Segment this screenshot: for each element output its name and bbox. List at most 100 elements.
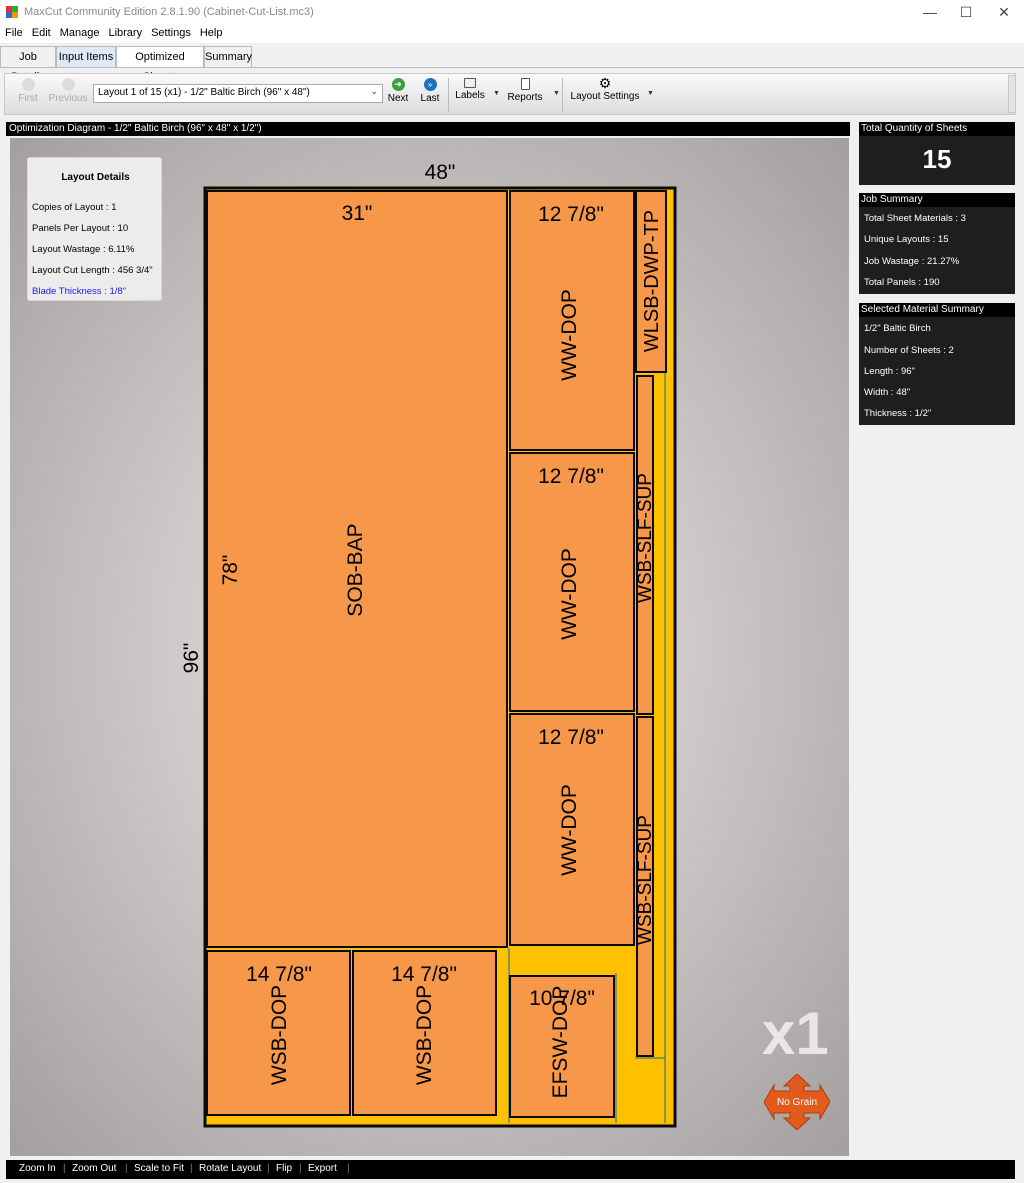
grain-direction-icon: No Grain: [763, 1073, 831, 1131]
panel-sob-bap[interactable]: [206, 190, 508, 948]
panel-wsb-slf-sup[interactable]: [636, 375, 654, 715]
optimization-canvas[interactable]: Layout Details Copies of Layout : 1 Pane…: [10, 138, 849, 1156]
zoom-in-button[interactable]: Zoom In: [19, 1163, 56, 1174]
copies-of-layout: Copies of Layout : 1: [32, 202, 117, 213]
menu-manage[interactable]: Manage: [59, 27, 100, 39]
layout-select[interactable]: Layout 1 of 15 (x1) - 1/2" Baltic Birch …: [93, 84, 383, 103]
toolbar-separator: [448, 78, 449, 112]
layout-settings-button[interactable]: ⚙ Layout Settings: [569, 76, 641, 103]
panel-ww-dop[interactable]: [509, 190, 635, 451]
job-wastage: Job Wastage : 21.27%: [864, 256, 960, 267]
toolbar: First Previous Layout 1 of 15 (x1) - 1/2…: [4, 73, 1016, 115]
zoom-out-button[interactable]: Zoom Out: [72, 1163, 117, 1174]
last-button[interactable]: » Last: [417, 78, 443, 104]
material-width: Width : 48": [864, 387, 911, 398]
no-grain-label: No Grain: [777, 1097, 817, 1108]
maximize-button[interactable]: ☐: [959, 4, 973, 20]
panel-name-label: WSB-SLF-SUP: [635, 815, 656, 945]
labels-icon: [464, 78, 476, 88]
panel-name-label: EFSW-DOP: [549, 986, 572, 1099]
reports-dropdown-icon[interactable]: ▼: [553, 90, 560, 97]
tab-job-details[interactable]: Job Details: [0, 46, 56, 83]
next-label: Next: [387, 93, 409, 104]
panel-wsb-slf-sup[interactable]: [636, 716, 654, 1057]
number-of-sheets: Number of Sheets : 2: [864, 345, 954, 356]
menu-library[interactable]: Library: [108, 27, 143, 39]
toolbar-separator: [562, 78, 563, 112]
first-icon: [21, 78, 35, 91]
material-length: Length : 96": [864, 366, 915, 377]
reports-icon: [520, 78, 530, 90]
unique-layouts: Unique Layouts : 15: [864, 234, 949, 245]
menu-help[interactable]: Help: [199, 27, 223, 39]
reports-label: Reports: [507, 92, 543, 103]
copies-badge: x1: [762, 1000, 829, 1067]
tab-divider: [0, 67, 1024, 68]
layout-select-value: Layout 1 of 15 (x1) - 1/2" Baltic Birch …: [98, 87, 310, 98]
cut-diagram: 48" 96" 31" 78" SOB-BAP 12 7/8" WW-DOP 1…: [180, 161, 677, 1128]
panel-wsb-dop[interactable]: [206, 950, 351, 1116]
last-arrow-icon: »: [423, 78, 437, 91]
layout-details-panel: Layout Details Copies of Layout : 1 Pane…: [27, 157, 162, 301]
toolbar-grip[interactable]: [1008, 75, 1016, 113]
total-sheets-header: Total Quantity of Sheets: [859, 122, 1015, 136]
panel-name-label: WW-DOP: [558, 289, 581, 381]
total-sheet-materials: Total Sheet Materials : 3: [864, 213, 966, 224]
panel-width-label: 10 7/8": [529, 987, 595, 1010]
next-button[interactable]: ➜ Next: [385, 78, 411, 104]
last-label: Last: [420, 93, 440, 104]
bottom-separator: |: [125, 1163, 128, 1174]
labels-label: Labels: [455, 90, 485, 101]
menu-settings[interactable]: Settings: [151, 27, 191, 39]
layout-settings-dropdown-icon[interactable]: ▼: [647, 90, 654, 97]
panel-wlsb-dwp-tp[interactable]: [635, 190, 667, 373]
panel-name-label: WW-DOP: [558, 784, 581, 876]
panel-width-label: 12 7/8": [538, 465, 604, 488]
window-title: MaxCut Community Edition 2.8.1.90 (Cabin…: [24, 6, 314, 18]
panel-wsb-dop[interactable]: [352, 950, 497, 1116]
tab-input-items[interactable]: Input Items: [56, 46, 116, 68]
job-summary-header: Job Summary: [859, 193, 1015, 207]
menu-file[interactable]: File: [5, 27, 23, 39]
bottom-separator: |: [63, 1163, 66, 1174]
first-button[interactable]: First: [15, 78, 41, 104]
close-button[interactable]: ✕: [998, 4, 1010, 20]
minimize-button[interactable]: —: [923, 4, 937, 20]
panel-efsw-dop[interactable]: [509, 975, 615, 1118]
labels-button[interactable]: Labels: [453, 78, 487, 101]
total-sheets-box: 15: [859, 136, 1015, 185]
tab-summary[interactable]: Summary: [204, 46, 252, 68]
next-arrow-icon: ➜: [391, 78, 405, 91]
menu-edit[interactable]: Edit: [31, 27, 51, 39]
panel-ww-dop[interactable]: [509, 452, 635, 712]
diagram-header: Optimization Diagram - 1/2" Baltic Birch…: [6, 122, 850, 136]
material-summary-header: Selected Material Summary: [859, 303, 1015, 317]
no-grain-button[interactable]: No Grain: [763, 1073, 831, 1131]
layout-wastage: Layout Wastage : 6.11%: [32, 244, 135, 255]
reports-button[interactable]: Reports: [505, 78, 545, 103]
panel-width-label: 14 7/8": [391, 963, 457, 986]
scale-to-fit-button[interactable]: Scale to Fit: [134, 1163, 185, 1174]
layout-details-title: Layout Details: [61, 172, 130, 183]
flip-button[interactable]: Flip: [276, 1163, 293, 1174]
panel-width-label: 12 7/8": [538, 203, 604, 226]
export-button[interactable]: Export: [308, 1163, 337, 1174]
previous-icon: [61, 78, 75, 91]
panel-ww-dop[interactable]: [509, 713, 635, 946]
layout-cut-length: Layout Cut Length : 456 3/4": [32, 265, 153, 276]
bottom-toolbar: Zoom In | Zoom Out | Scale to Fit | Rota…: [6, 1160, 1015, 1179]
previous-button[interactable]: Previous: [47, 78, 89, 104]
total-panels: Total Panels : 190: [864, 277, 940, 288]
job-summary-box: Total Sheet Materials : 3 Unique Layouts…: [859, 207, 1015, 294]
menu-bar: File Edit Manage Library Settings Help: [0, 25, 1024, 43]
labels-dropdown-icon[interactable]: ▼: [493, 90, 500, 97]
tab-optimized-sheets[interactable]: Optimized Sheets: [116, 46, 204, 83]
panel-name-label: SOB-BAP: [344, 523, 367, 616]
blade-thickness[interactable]: Blade Thickness : 1/8": [32, 286, 127, 297]
rotate-layout-button[interactable]: Rotate Layout: [199, 1163, 262, 1174]
panel-name-label: WLSB-DWP-TP: [641, 210, 663, 352]
chevron-down-icon: ⌄: [370, 86, 378, 96]
bottom-separator: |: [299, 1163, 302, 1174]
first-label: First: [18, 93, 38, 104]
panel-width-label: 31": [342, 202, 373, 225]
